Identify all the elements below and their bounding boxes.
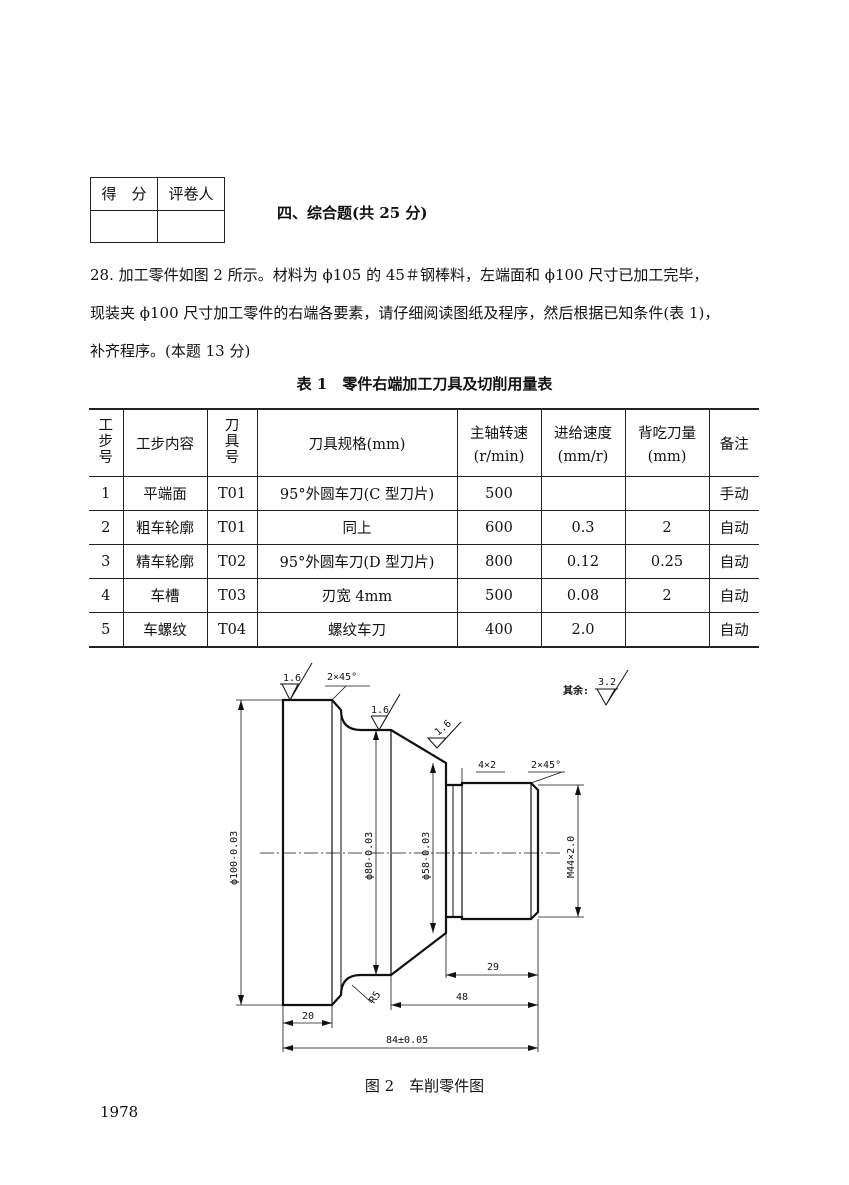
- question-line-3: 补齐程序。(本题 13 分): [90, 342, 251, 360]
- dim-radius: R5: [367, 990, 383, 1006]
- table-title: 表 1 零件右端加工刀具及切削用量表: [296, 375, 553, 393]
- dim-48: 48: [456, 992, 468, 1003]
- tool-table: 工 步 号 工步内容 刀 具 号 刀具规格(mm) 主轴转速 (r/min) 进…: [89, 408, 759, 648]
- grader-label: 评卷人: [157, 177, 225, 211]
- grader-cell[interactable]: [157, 209, 225, 243]
- header-speed: 主轴转速 (r/min): [456, 408, 542, 477]
- table-row: 4 车槽 T03 刃宽 4mm 500 0.08 2 自动: [89, 578, 759, 613]
- table-header-row: 工 步 号 工步内容 刀 具 号 刀具规格(mm) 主轴转速 (r/min) 进…: [89, 408, 759, 477]
- header-feed: 进给速度 (mm/r): [540, 408, 626, 477]
- header-tool-no: 刀 具 号: [206, 408, 258, 477]
- roughness-cone: 1.6: [433, 718, 454, 738]
- header-depth: 背吃刀量 (mm): [624, 408, 710, 477]
- dim-84: 84±0.05: [386, 1035, 428, 1046]
- header-content: 工步内容: [122, 408, 208, 477]
- chamfer-right: 2×45°: [531, 760, 561, 771]
- question-line-2: 现装夹 ϕ100 尺寸加工零件的右端各要素，请仔细阅读图纸及程序，然后根据已知条…: [90, 304, 720, 322]
- dim-dia58: ϕ58-0.03: [421, 832, 432, 880]
- dim-dia100: ϕ100-0.03: [229, 831, 240, 885]
- groove-dim: 4×2: [478, 760, 496, 771]
- rest-label: 其余:: [563, 684, 589, 697]
- table-row: 5 车螺纹 T04 螺纹车刀 400 2.0 自动: [89, 612, 759, 648]
- table-row: 1 平端面 T01 95°外圆车刀(C 型刀片) 500 手动: [89, 476, 759, 511]
- table-row: 3 精车轮廓 T02 95°外圆车刀(D 型刀片) 800 0.12 0.25 …: [89, 544, 759, 579]
- section-title: 四、综合题(共 25 分): [277, 204, 428, 222]
- question-line-1: 28. 加工零件如图 2 所示。材料为 ϕ105 的 45＃钢棒料，左端面和 ϕ…: [90, 266, 709, 284]
- dim-29: 29: [487, 962, 499, 973]
- score-label: 得 分: [90, 177, 158, 211]
- header-remark: 备注: [708, 408, 759, 477]
- roughness-left: 1.6: [283, 673, 301, 684]
- header-spec: 刀具规格(mm): [256, 408, 458, 477]
- roughness-mid: 1.6: [371, 705, 389, 716]
- dim-thread: M44×2.0: [566, 836, 577, 878]
- score-box: 得 分 评卷人: [90, 177, 225, 243]
- page-number: 1978: [100, 1103, 139, 1121]
- table-row: 2 粗车轮廓 T01 同上 600 0.3 2 自动: [89, 510, 759, 545]
- thread-section: [446, 781, 540, 921]
- dim-20: 20: [302, 1011, 314, 1022]
- figure-caption: 图 2 车削零件图: [364, 1077, 485, 1095]
- dim-dia80: ϕ80-0.03: [364, 832, 375, 880]
- chamfer-left: 2×45°: [327, 672, 357, 683]
- roughness-rest: 3.2: [598, 677, 616, 688]
